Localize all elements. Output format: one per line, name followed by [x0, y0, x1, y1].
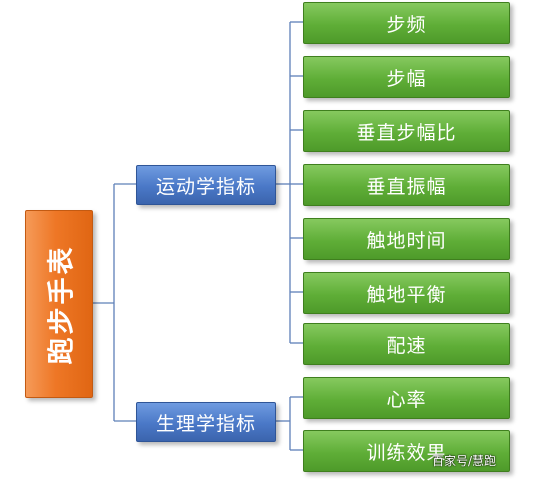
root-node: 跑步手表: [25, 210, 93, 398]
leaf-vertical-oscillation: 垂直振幅: [303, 164, 510, 206]
leaf-stride-length: 步幅: [303, 56, 510, 98]
category-physiological: 生理学指标: [136, 402, 276, 442]
leaf-pace: 配速: [303, 323, 510, 365]
leaf-vertical-ratio: 垂直步幅比: [303, 110, 510, 152]
leaf-training-effect: 训练效果: [303, 430, 510, 472]
leaf-ground-contact-balance: 触地平衡: [303, 272, 510, 314]
leaf-ground-contact-time: 触地时间: [303, 218, 510, 260]
leaf-heart-rate: 心率: [303, 377, 510, 419]
root-label: 跑步手表: [46, 244, 78, 364]
leaf-cadence: 步频: [303, 2, 510, 44]
category-kinematic: 运动学指标: [136, 165, 276, 205]
watermark: 百家号/慧跑: [432, 454, 497, 468]
